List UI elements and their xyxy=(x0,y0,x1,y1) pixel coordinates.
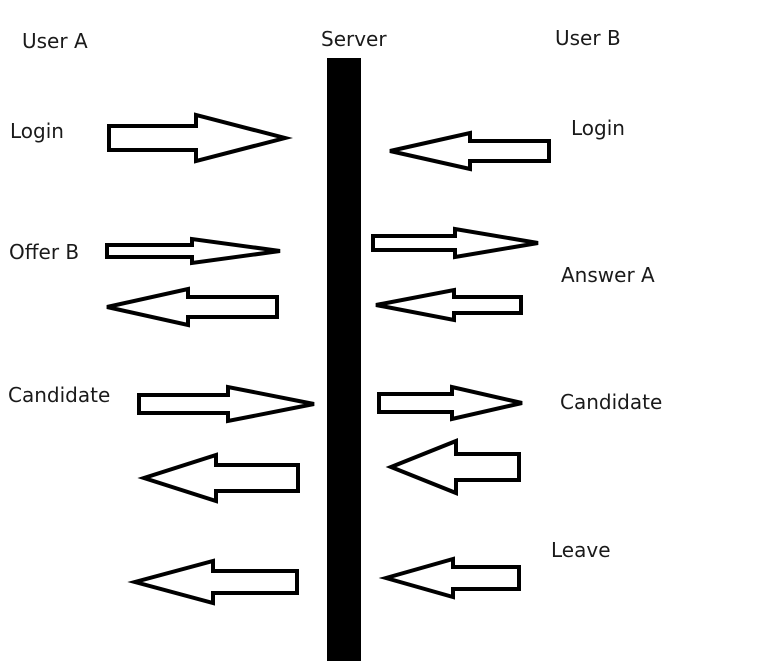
label-a-candidate: Candidate xyxy=(8,383,111,407)
arrow-b-candidate-to-server xyxy=(385,438,521,496)
arrow-a-login-to-server xyxy=(107,112,293,164)
arrow-b-login-to-server xyxy=(389,130,551,172)
arrow-b-leave-to-server xyxy=(378,556,521,600)
arrow-server-candidate-to-b xyxy=(377,384,523,422)
arrow-server-to-a-answer xyxy=(106,286,279,328)
user-b-header: User B xyxy=(555,26,621,50)
arrow-a-offer-to-server xyxy=(105,236,281,266)
arrow-a-candidate-to-server xyxy=(137,384,315,424)
user-a-header: User A xyxy=(22,29,88,53)
arrow-server-offer-to-b xyxy=(371,226,539,260)
arrow-server-leave-to-a xyxy=(127,558,299,606)
label-b-leave: Leave xyxy=(551,538,611,562)
server-bar xyxy=(327,58,361,661)
arrow-layer xyxy=(105,112,551,606)
label-a-offer-b: Offer B xyxy=(9,240,80,264)
label-b-answer-a: Answer A xyxy=(561,263,655,287)
label-b-login: Login xyxy=(571,116,625,140)
arrow-b-answer-to-server xyxy=(375,287,523,323)
label-b-candidate: Candidate xyxy=(560,390,663,414)
arrow-server-candidate-to-a xyxy=(137,452,300,504)
server-header: Server xyxy=(321,27,387,51)
label-a-login: Login xyxy=(10,119,64,143)
